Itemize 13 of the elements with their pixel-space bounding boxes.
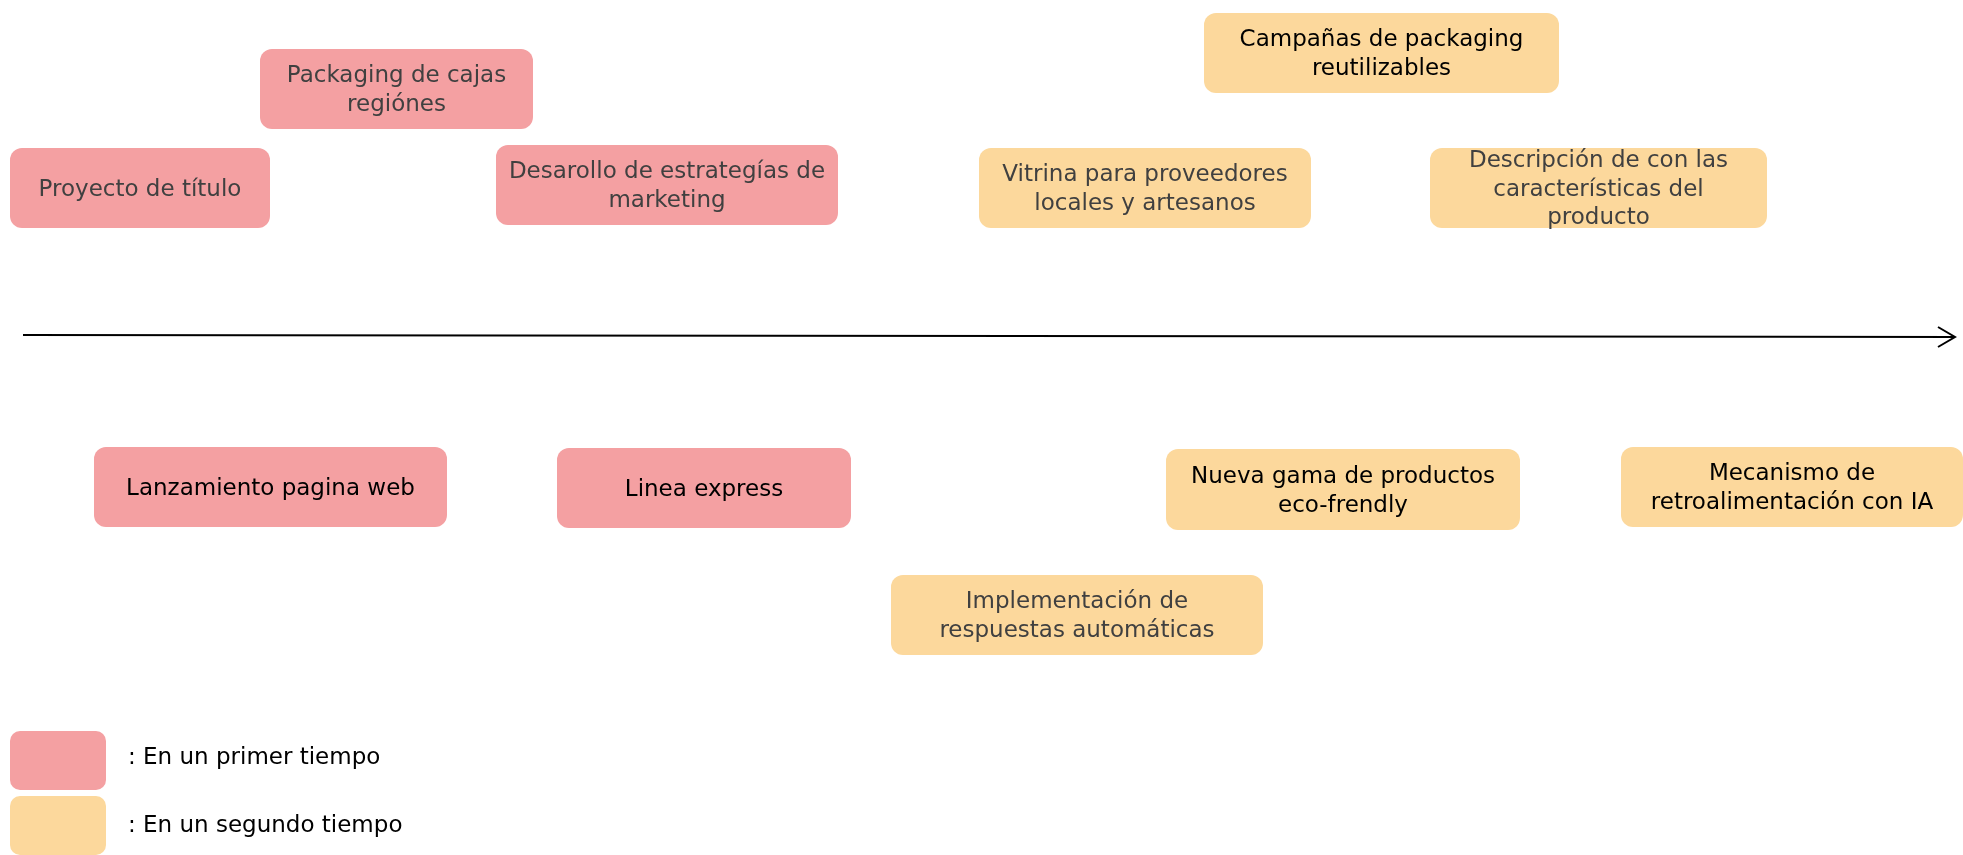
timeline-card: Mecanismo de retroalimentación con IA	[1621, 447, 1963, 527]
timeline-card: Packaging de cajas regiónes	[260, 49, 533, 129]
timeline-card: Implementación de respuestas automáticas	[891, 575, 1263, 655]
legend-text: : En un primer tiempo	[128, 743, 381, 769]
timeline-card: Lanzamiento pagina web	[94, 447, 447, 527]
timeline-card: Vitrina para proveedores locales y artesanos	[979, 148, 1311, 228]
timeline-card: Linea express	[557, 448, 851, 528]
timeline-card: Descripción de con las características del producto	[1430, 148, 1767, 228]
timeline-card: Proyecto de título	[10, 148, 270, 228]
timeline-card: Desarollo de estrategías de marketing	[496, 145, 838, 225]
timeline-card: Nueva gama de productos eco-frendly	[1166, 449, 1520, 530]
legend-text: : En un segundo tiempo	[128, 811, 403, 837]
timeline-card: Campañas de packaging reutilizables	[1204, 13, 1559, 93]
